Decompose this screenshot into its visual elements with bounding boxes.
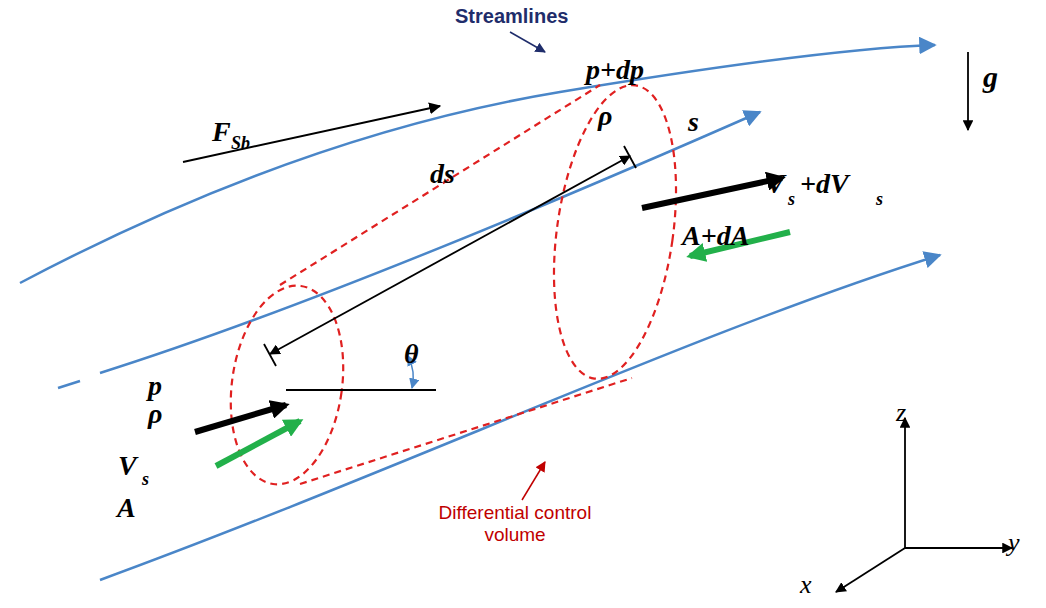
density-label: ρ [598,102,612,130]
velocity-arrow [642,178,782,208]
force-arrow [183,106,440,162]
gravity-arrow [967,52,969,130]
force-subscript: Sb [231,134,250,152]
velocity-subscript: s [876,190,883,208]
axis-label: x [800,572,812,598]
axis-label: z [896,400,906,426]
leader-line [522,462,545,500]
area-vector [216,421,300,466]
density-label: ρ [148,400,162,428]
area-label: A+dA [682,222,749,250]
velocity-subscript: s [142,470,149,488]
leader-line [510,32,545,52]
coordinate-label: s [688,108,699,136]
gravity-label: g [983,62,998,92]
callout-label: Differential control volume [430,502,600,546]
velocity-label: V [766,170,785,198]
force-label: F [212,118,231,146]
length-label: ds [430,160,455,188]
velocity-label: +dV [800,170,849,198]
coordinate-axes [836,418,1012,592]
streamline-label: Streamlines [455,6,568,26]
dimension-line [264,146,636,366]
angle-label: θ [404,340,419,368]
area-label: A [117,494,136,522]
pressure-label: p [148,372,162,400]
streamline [20,45,940,580]
velocity-arrow [195,405,286,432]
velocity-label: V [118,452,137,480]
velocity-subscript: s [788,190,795,208]
pressure-label: p+dp [586,56,644,84]
axis-label: y [1008,530,1020,556]
reference-line [286,389,436,391]
